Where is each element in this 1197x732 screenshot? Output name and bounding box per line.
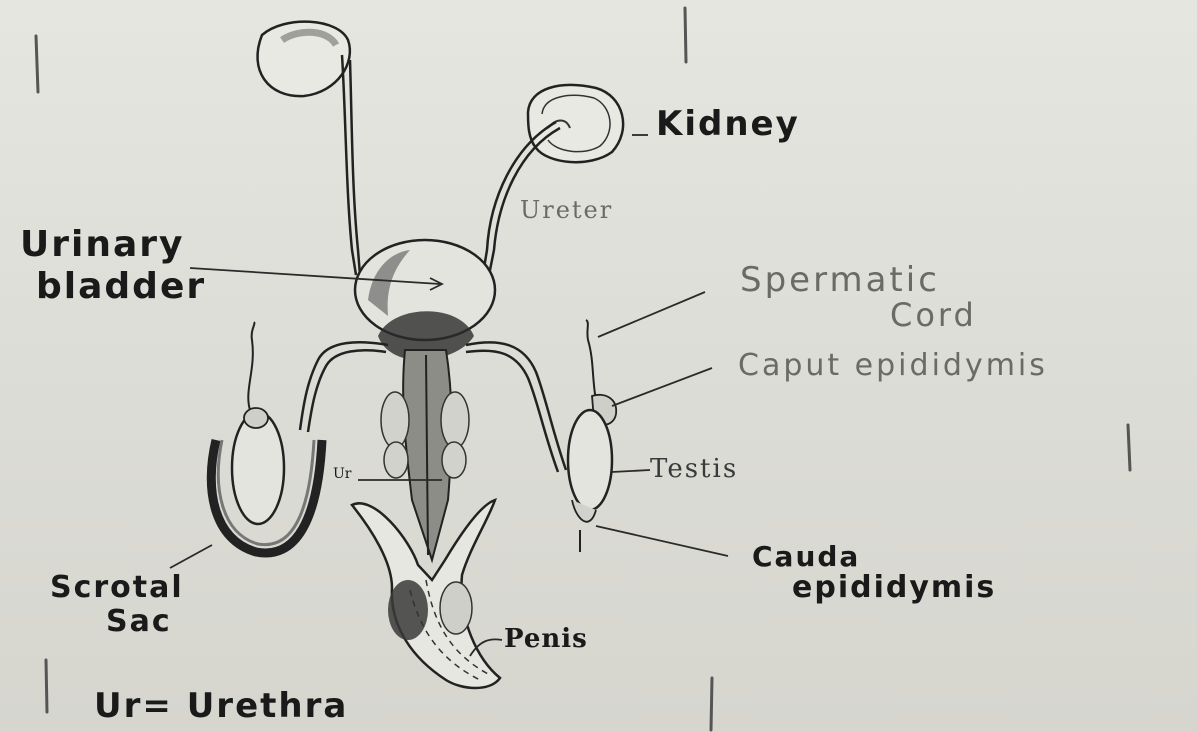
label-urinary-bladder-line2: bladder [36,266,206,307]
label-spermatic-cord-line2: Cord [890,296,977,334]
left-testis [232,322,284,524]
label-scrotal-sac-line1: Scrotal [50,570,184,605]
label-scrotal-sac-line2: Sac [106,604,172,639]
left-kidney [258,22,350,96]
label-spermatic-cord-line1: Spermatic [740,260,940,300]
label-testis: Testis [650,454,738,484]
label-ur: Ur [333,466,352,482]
label-ureter: Ureter [520,196,613,224]
legend-urethra: Ur= Urethra [94,686,348,726]
label-penis: Penis [504,624,588,654]
right-kidney [528,85,623,162]
label-cauda-epididymis-line1: Cauda [752,540,860,573]
label-caput-epididymis: Caput epididymis [738,348,1048,383]
label-urinary-bladder-line1: Urinary [20,224,184,265]
label-kidney: Kidney [656,104,800,144]
label-cauda-epididymis-line2: epididymis [792,570,996,605]
right-testis [568,320,616,552]
